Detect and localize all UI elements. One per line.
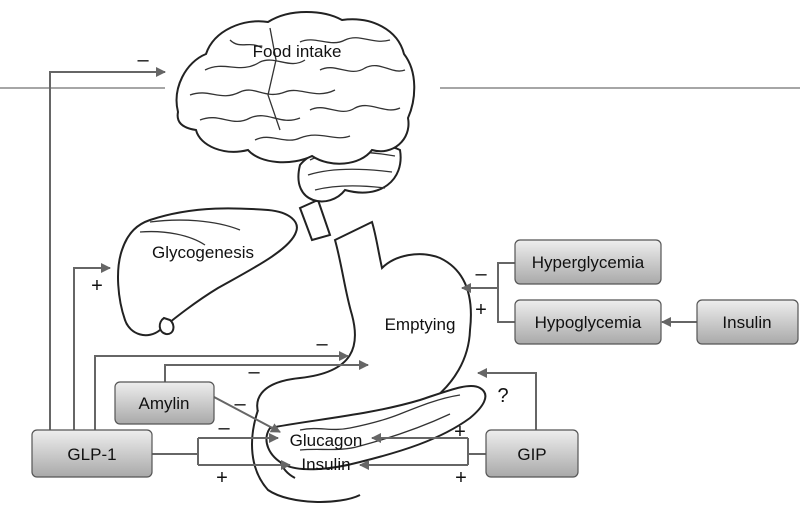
sign-hyperglycemia-stomach: – [475, 263, 487, 285]
food-intake-label: Food intake [253, 42, 342, 61]
arrow-gip-glucagon-insulin [359, 433, 486, 470]
sign-glp1-food-intake: – [137, 49, 149, 71]
hyperglycemia-box: Hyperglycemia [514, 239, 662, 285]
emptying-label: Emptying [385, 315, 456, 334]
sign-amylin-emptying: – [248, 361, 260, 383]
arrow-glp1-emptying [94, 351, 349, 430]
hypoglycemia-box: Hypoglycemia [514, 299, 662, 345]
liver-illustration [117, 207, 298, 337]
amylin-label: Amylin [138, 394, 189, 413]
hypoglycemia-label: Hypoglycemia [535, 313, 642, 332]
sign-glp1-liver: + [91, 275, 103, 297]
sign-gip-glucagon: + [454, 421, 466, 443]
arrow-glp1-liver [73, 263, 111, 430]
sign-gip-insulin: + [455, 467, 467, 489]
arrow-amylin-glucagon [213, 396, 281, 433]
sign-glp1-glucagon: – [218, 417, 230, 439]
arrow-gip-pancreas [477, 368, 537, 430]
insulin-box: Insulin [696, 299, 799, 345]
insulin-box-label: Insulin [722, 313, 771, 332]
sign-amylin-glucagon: – [234, 393, 246, 415]
brain-illustration [175, 11, 416, 242]
sign-gip-pancreas: ? [497, 385, 508, 407]
arrow-hypoglycemia-stomach [497, 288, 515, 323]
glp1-label: GLP-1 [67, 445, 116, 464]
hyperglycemia-label: Hyperglycemia [532, 253, 645, 272]
glp1-box: GLP-1 [31, 429, 153, 478]
gip-label: GIP [517, 445, 546, 464]
gip-box: GIP [485, 429, 579, 478]
glucagon-label: Glucagon [290, 431, 363, 450]
sign-glp1-insulin: + [216, 467, 228, 489]
arrow-amylin-emptying [164, 360, 369, 382]
glycogenesis-label: Glycogenesis [152, 243, 254, 262]
sign-hypoglycemia-stomach: + [475, 299, 487, 321]
sign-glp1-emptying: – [316, 333, 328, 355]
arrow-glp1-food-intake [49, 67, 166, 430]
amylin-box: Amylin [114, 381, 215, 425]
insulin-target-label: Insulin [301, 455, 350, 474]
arrow-glp1-glucagon-insulin [152, 433, 291, 470]
arrow-hyperglycemia-stomach [461, 262, 515, 293]
